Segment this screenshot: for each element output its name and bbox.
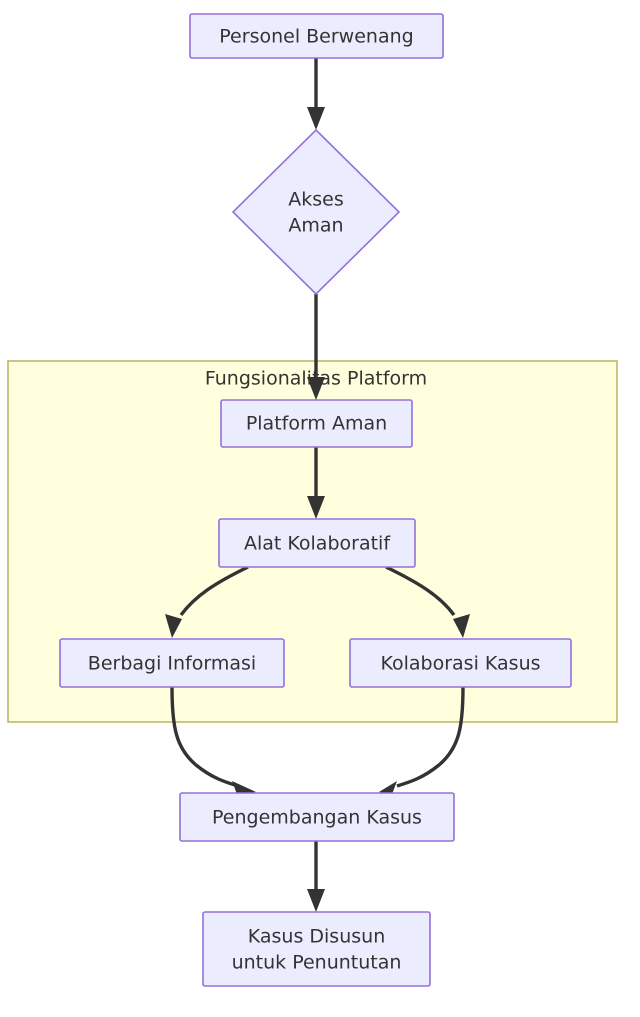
arrowhead-icon [307, 496, 325, 519]
node-label: Platform Aman [246, 413, 387, 435]
node-shape[interactable] [218, 518, 416, 568]
node-label: Kolaborasi Kasus [380, 653, 540, 675]
node-kolaborasi-kasus[interactable]: Kolaborasi Kasus [349, 638, 572, 688]
node-label: Personel Berwenang [219, 26, 413, 48]
node-platform-aman[interactable]: Platform Aman [220, 399, 413, 448]
node-label-line-2: untuk Penuntutan [232, 952, 402, 974]
node-akses-aman[interactable]: Akses Aman [231, 128, 401, 296]
arrowhead-icon [165, 614, 182, 638]
node-label-line-1: Kasus Disusun [248, 926, 385, 948]
edge-akses-aman-to-platform-aman [307, 294, 325, 400]
node-shape[interactable] [220, 399, 413, 448]
edge-pengembangan-kasus-to-kasus-disusun [307, 841, 325, 912]
node-shape[interactable] [231, 128, 401, 296]
node-personel-berwenang[interactable]: Personel Berwenang [189, 13, 444, 59]
node-shape[interactable] [59, 638, 285, 688]
node-shape[interactable] [202, 911, 431, 987]
node-pengembangan-kasus[interactable]: Pengembangan Kasus [179, 792, 455, 842]
arrowhead-icon [453, 614, 470, 638]
edge-group [165, 57, 470, 912]
node-label-line-2: Aman [288, 215, 343, 237]
node-shape[interactable] [189, 13, 444, 59]
edge-personel-berwenang-to-akses-aman [307, 57, 325, 130]
edge-alat-kolaboratif-to-kolaborasi-kasus [385, 565, 470, 638]
node-berbagi-informasi[interactable]: Berbagi Informasi [59, 638, 285, 688]
node-label: Pengembangan Kasus [212, 807, 422, 829]
node-label: Alat Kolaboratif [244, 533, 391, 555]
arrowhead-icon [307, 889, 325, 912]
node-shape[interactable] [349, 638, 572, 688]
arrowhead-icon [307, 377, 325, 400]
node-alat-kolaboratif[interactable]: Alat Kolaboratif [218, 518, 416, 568]
edge-platform-aman-to-alat-kolaboratif [307, 447, 325, 519]
node-shape[interactable] [179, 792, 455, 842]
node-label-line-1: Akses [288, 189, 344, 211]
node-label: Berbagi Informasi [88, 653, 256, 675]
edge-alat-kolaboratif-to-berbagi-informasi [165, 565, 249, 638]
node-kasus-disusun[interactable]: Kasus Disusun untuk Penuntutan [202, 911, 431, 987]
arrowhead-icon [307, 107, 325, 130]
